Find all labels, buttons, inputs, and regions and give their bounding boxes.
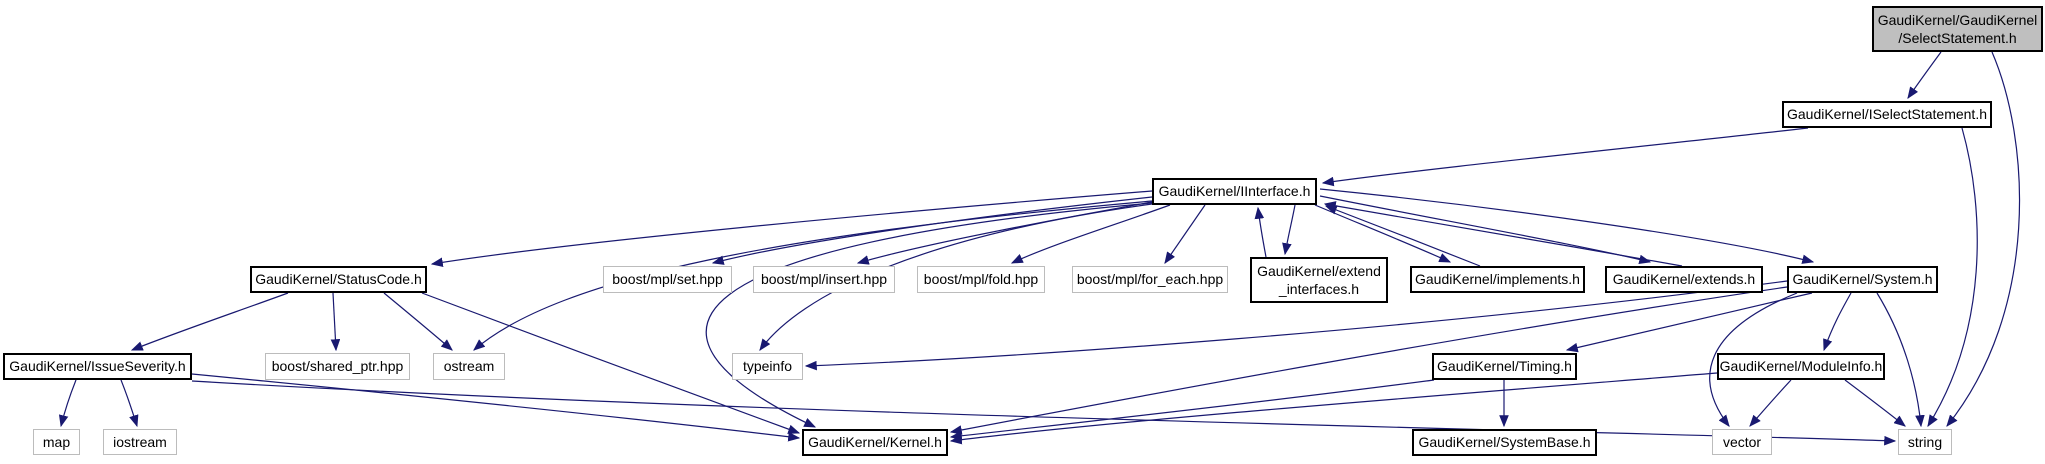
graph-node-string: string — [1898, 429, 1952, 455]
graph-node-kernel[interactable]: GaudiKernel/Kernel.h — [802, 429, 948, 456]
edge-iinterface-to-extend_interfaces — [1282, 204, 1296, 256]
edge-iinterface-to-ostream — [473, 200, 1153, 351]
graph-node-map: map — [33, 429, 80, 455]
graph-node-mpl_set: boost/mpl/set.hpp — [603, 266, 732, 293]
edge-status_code-to-ostream — [383, 292, 453, 351]
edge-iselect_statement-to-iinterface — [1321, 127, 1809, 187]
graph-node-iinterface[interactable]: GaudiKernel/IInterface.h — [1152, 178, 1317, 205]
edge-issue_severity-to-string — [191, 380, 1897, 446]
edge-system-to-vector — [1709, 292, 1798, 427]
edge-extends-to-iinterface — [1323, 201, 1683, 267]
graph-node-timing[interactable]: GaudiKernel/Timing.h — [1432, 353, 1577, 380]
graph-node-mpl_insert: boost/mpl/insert.hpp — [753, 266, 895, 293]
graph-node-shared_ptr: boost/shared_ptr.hpp — [265, 353, 410, 380]
edge-select_statement-to-string — [1946, 51, 2021, 427]
edge-iinterface-to-mpl_insert — [856, 201, 1153, 265]
edge-extend_interfaces-to-iinterface — [1254, 206, 1267, 258]
edge-module_info-to-vector — [1749, 379, 1792, 427]
graph-node-issue_severity[interactable]: GaudiKernel/IssueSeverity.h — [3, 353, 192, 380]
graph-node-extend_interfaces[interactable]: GaudiKernel/extend _interfaces.h — [1250, 257, 1388, 303]
graph-node-mpl_fold: boost/mpl/fold.hpp — [917, 266, 1045, 293]
graph-node-system[interactable]: GaudiKernel/System.h — [1787, 266, 1938, 293]
edge-iinterface-to-kernel — [705, 202, 1153, 428]
graph-node-ostream: ostream — [433, 353, 505, 380]
graph-node-system_base[interactable]: GaudiKernel/SystemBase.h — [1412, 429, 1597, 456]
graph-node-extends[interactable]: GaudiKernel/extends.h — [1605, 266, 1763, 293]
edge-iinterface-to-mpl_fold — [1010, 204, 1171, 264]
edge-status_code-to-issue_severity — [130, 292, 289, 351]
edge-status_code-to-kernel — [421, 292, 801, 434]
edge-iselect_statement-to-string — [1927, 127, 1978, 428]
edge-implements-to-iinterface — [1324, 205, 1481, 267]
edge-iinterface-to-status_code — [430, 190, 1153, 268]
edge-timing-to-kernel — [949, 379, 1435, 441]
graph-node-iselect_statement[interactable]: GaudiKernel/ISelectStatement.h — [1782, 101, 1992, 128]
graph-node-implements[interactable]: GaudiKernel/implements.h — [1410, 266, 1585, 293]
edge-issue_severity-to-map — [58, 379, 77, 428]
graph-node-iostream: iostream — [103, 429, 177, 455]
graph-node-vector: vector — [1712, 429, 1772, 455]
edge-issue_severity-to-iostream — [120, 379, 139, 428]
edge-module_info-to-kernel — [949, 372, 1718, 445]
edge-system-to-typeinfo — [804, 280, 1788, 371]
edge-system-to-kernel — [949, 286, 1788, 435]
graph-node-module_info[interactable]: GaudiKernel/ModuleInfo.h — [1717, 353, 1885, 380]
graph-node-mpl_for_each: boost/mpl/for_each.hpp — [1072, 266, 1228, 293]
edge-iinterface-to-system — [1319, 188, 1815, 264]
edge-iinterface-to-mpl_set — [711, 196, 1153, 265]
edge-status_code-to-shared_ptr — [330, 292, 341, 352]
edge-issue_severity-to-kernel — [191, 373, 801, 442]
graph-node-typeinfo: typeinfo — [732, 353, 803, 380]
edge-select_statement-to-iselect_statement — [1907, 51, 1942, 99]
edge-module_info-to-string — [1844, 379, 1906, 427]
graph-node-status_code[interactable]: GaudiKernel/StatusCode.h — [250, 266, 427, 293]
edge-system-to-string — [1876, 292, 1925, 428]
edge-iinterface-to-mpl_for_each — [1164, 204, 1206, 264]
graph-node-select_statement: GaudiKernel/GaudiKernel /SelectStatement… — [1872, 6, 2043, 52]
edge-system-to-module_info — [1823, 292, 1852, 352]
